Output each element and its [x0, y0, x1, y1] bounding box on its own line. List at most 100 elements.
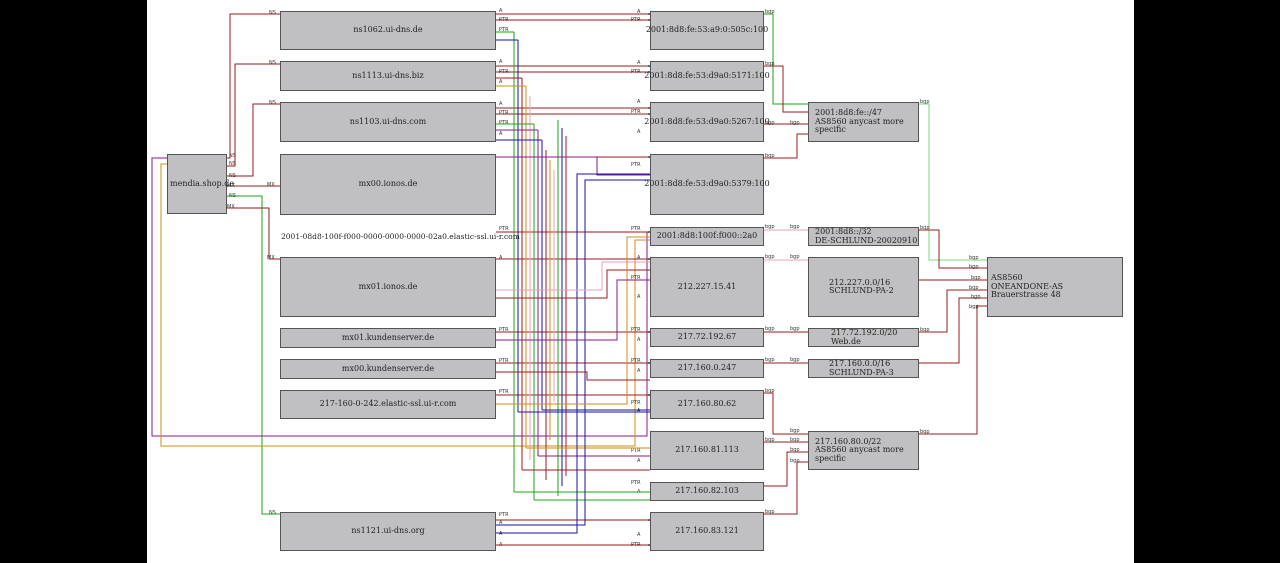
edge-label: A: [499, 131, 503, 137]
edge-label: A: [637, 129, 641, 135]
edge-label: A: [637, 9, 641, 15]
edge-label: bgp: [920, 429, 930, 435]
prefix-line: 217.72.192.0/20: [831, 328, 898, 338]
ip-node-ip7[interactable]: 217.160.83.121: [650, 512, 764, 551]
edge-label: bgp: [969, 285, 979, 291]
edge-label: NS: [229, 161, 236, 167]
domain-label: mendia.shop.de: [170, 178, 235, 188]
edge-label: bgp: [765, 61, 775, 67]
ip-node-ip6d[interactable]: 2001:8d8:fe:53:d9a0:5379:100: [644, 154, 770, 215]
edge-arrowhead: [648, 258, 650, 260]
edge-label: NS: [269, 60, 276, 66]
edge-line: [919, 297, 987, 364]
prefix-line: 2001:8d8:fe::/47: [815, 108, 883, 118]
ip-node-ip4[interactable]: 217.160.80.62: [650, 390, 764, 419]
host-node-elastic4[interactable]: 217-160-0-242.elastic-ssl.ui-r.com: [280, 390, 496, 419]
edge-label: bgp: [790, 447, 800, 453]
asn-line: AS8560: [991, 273, 1023, 283]
edge-arrowhead: [648, 544, 650, 546]
host-node-ns1121[interactable]: ns1121.ui-dns.org: [280, 512, 496, 551]
edge-line: [764, 133, 808, 159]
ip-node-ip5[interactable]: 217.160.81.113: [650, 431, 764, 470]
edge-line: [764, 461, 808, 515]
ip-label: 217.72.192.67: [677, 332, 737, 342]
edge-arrowhead: [648, 71, 650, 73]
edge-label: bgp: [765, 437, 775, 443]
edge-arrowhead: [648, 331, 650, 333]
prefix-line: AS8560 anycast more specific: [815, 116, 904, 135]
ip-node-ip2[interactable]: 217.72.192.67: [650, 328, 764, 347]
edge-label: A: [637, 408, 641, 414]
prefix-line: 217.160.0.0/16: [829, 359, 891, 369]
host-label: mx00.ionos.de: [358, 179, 418, 189]
host-node-mx01k[interactable]: mx01.kundenserver.de: [280, 328, 496, 348]
edge-label: bgp: [765, 224, 775, 230]
ip-label: 217.160.81.113: [675, 445, 739, 455]
edge-label: PTR: [631, 162, 641, 168]
edge-line: [764, 392, 808, 435]
edge-line: [919, 305, 987, 435]
ip-node-ip6[interactable]: 217.160.82.103: [650, 482, 764, 501]
edge-label: bgp: [765, 254, 775, 260]
prefix-line: 212.227.0.0/16: [829, 277, 891, 287]
edge-line: [227, 13, 280, 159]
edge-label: PTR: [631, 448, 641, 454]
prefix-line: Web.de: [831, 336, 861, 346]
ip-node-ip1[interactable]: 212.227.15.41: [650, 257, 764, 317]
edge-label: PTR: [631, 400, 641, 406]
edge-label: bgp: [790, 357, 800, 363]
domain-node[interactable]: mendia.shop.de: [167, 154, 234, 214]
edge-label: PTR: [631, 358, 641, 364]
ip-node-ip6b[interactable]: 2001:8d8:fe:53:d9a0:5171:100: [644, 61, 770, 91]
edge-label: bgp: [920, 327, 930, 333]
host-label: ns1113.ui-dns.biz: [352, 70, 424, 80]
edge-label: A: [637, 255, 641, 261]
host-label: 2001-08d8-100f-f000-0000-0000-0000-02a0.…: [281, 232, 520, 241]
host-label: ns1103.ui-dns.com: [349, 116, 427, 126]
ip-node-ip6c[interactable]: 2001:8d8:fe:53:d9a0:5267:100: [644, 102, 770, 142]
edge-line: [919, 229, 987, 269]
host-node-ns1062[interactable]: ns1062.ui-dns.de: [280, 11, 496, 50]
edge-label: bgp: [790, 458, 800, 464]
ip-node-ip6e[interactable]: 2001:8d8:100f:f000::2a0: [650, 227, 764, 246]
host-node-mx00[interactable]: mx00.ionos.de: [280, 154, 496, 215]
edge-label: PTR: [499, 69, 509, 75]
edge-line: [496, 269, 650, 299]
edge-label: A: [637, 458, 641, 464]
edge-arrowhead: [648, 394, 650, 396]
ip-node-ip6a[interactable]: 2001:8d8:fe:53:a9:0:505c:100: [646, 11, 768, 50]
edge-line: [764, 451, 808, 487]
prefix-line: AS8560 anycast more specific: [815, 445, 904, 463]
host-node-mx00k[interactable]: mx00.kundenserver.de: [280, 359, 496, 379]
host-node-ns1113[interactable]: ns1113.ui-dns.biz: [280, 61, 496, 91]
edge-label: MX: [267, 182, 275, 188]
edge-label: bgp: [765, 326, 775, 332]
ip-node-ip3[interactable]: 217.160.0.247: [650, 359, 764, 378]
edge-label: PTR: [499, 27, 509, 33]
edge-line: [496, 156, 650, 176]
edge-label: bgp: [765, 357, 775, 363]
edge-layer: NSNSNSMXNSMXNSNSNSMXNSMXAPTRPTRAPTRAAPTR…: [151, 8, 987, 548]
edge-label: bgp: [790, 326, 800, 332]
ip-label: 217.160.82.103: [675, 486, 739, 496]
edge-label: PTR: [631, 17, 641, 23]
host-node-mx01[interactable]: mx01.ionos.de: [280, 257, 496, 317]
edge-label: A: [637, 368, 641, 374]
edge-label: bgp: [765, 388, 775, 394]
edge-label: MX: [267, 255, 275, 261]
edge-arrowhead: [648, 107, 650, 109]
host-node-elastic6[interactable]: 2001-08d8-100f-f000-0000-0000-0000-02a0.…: [281, 232, 520, 241]
host-node-ns1103[interactable]: ns1103.ui-dns.com: [280, 102, 496, 142]
edge-label: bgp: [920, 225, 930, 231]
edge-label: bgp: [971, 275, 981, 281]
edge-label: A: [499, 101, 503, 107]
edge-label: A: [499, 8, 503, 14]
edge-label: NS: [269, 10, 276, 16]
